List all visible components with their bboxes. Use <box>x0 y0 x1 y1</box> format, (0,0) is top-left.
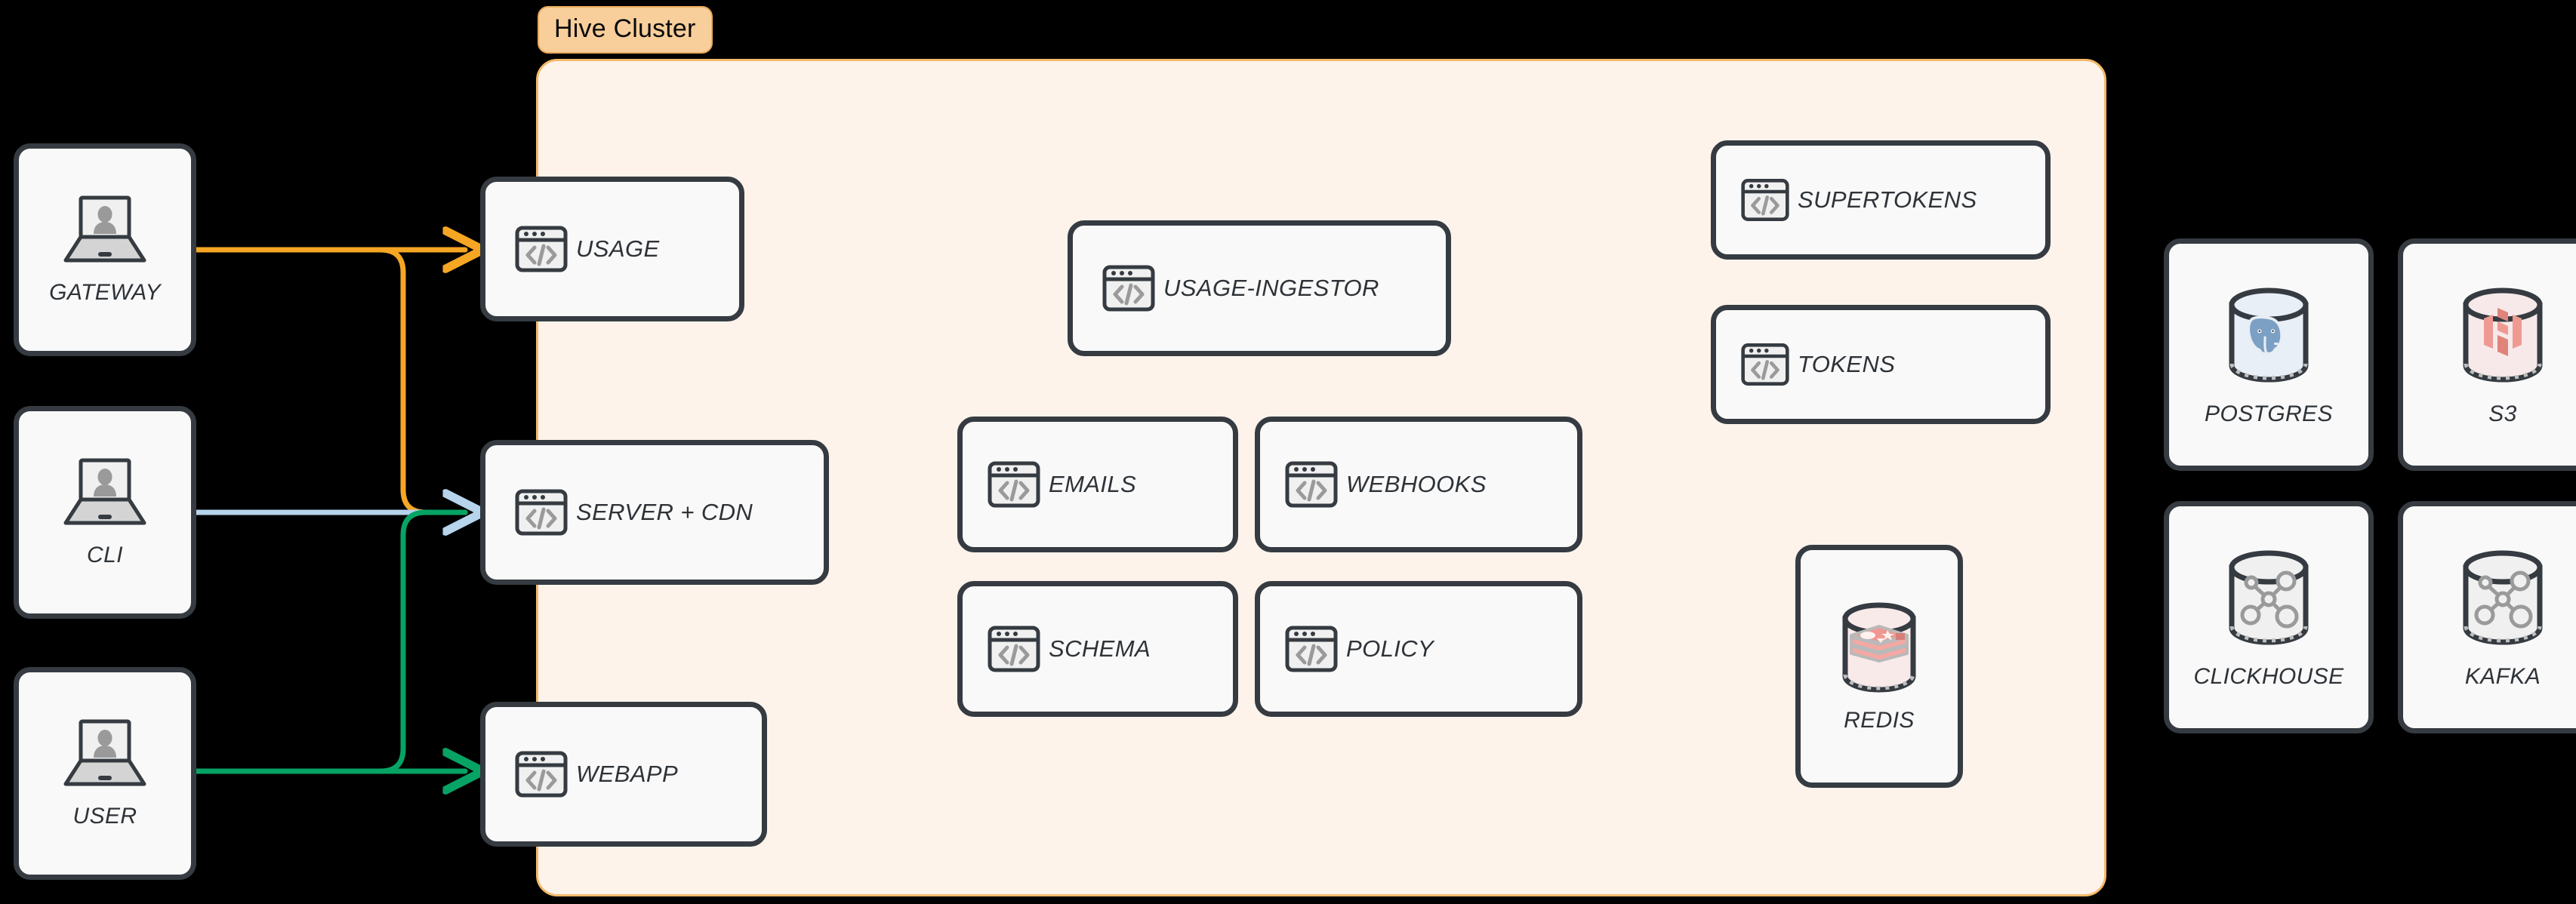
laptop-user-icon <box>56 457 154 530</box>
service-schema[interactable]: SCHEMA <box>957 581 1238 717</box>
datastore-label: KAFKA <box>2464 664 2541 689</box>
laptop-user-icon <box>56 194 154 268</box>
laptop-user-icon <box>56 718 154 792</box>
datastore-label: S3 <box>2488 401 2517 426</box>
service-label: TOKENS <box>1798 351 1896 377</box>
node-label: USER <box>72 804 137 829</box>
datastore-label: CLICKHOUSE <box>2193 664 2344 689</box>
code-window-icon <box>987 622 1041 676</box>
service-label: SCHEMA <box>1049 635 1151 662</box>
datastore-redis[interactable]: REDIS <box>1795 545 1963 788</box>
node-gateway[interactable]: GATEWAY <box>14 143 196 356</box>
datastore-label: REDIS <box>1844 708 1915 733</box>
service-webapp[interactable]: WEBAPP <box>480 702 767 847</box>
code-window-icon <box>514 485 569 540</box>
service-emails[interactable]: EMAILS <box>957 417 1238 552</box>
datastore-label: POSTGRES <box>2205 401 2333 426</box>
code-window-icon <box>514 747 569 801</box>
service-supertokens[interactable]: SUPERTOKENS <box>1711 140 2051 260</box>
generic-database-icon <box>2215 545 2322 652</box>
service-usage[interactable]: USAGE <box>480 177 744 321</box>
generic-database-icon <box>2449 545 2556 652</box>
service-label: WEBAPP <box>576 761 679 787</box>
service-label: USAGE <box>576 235 660 262</box>
hive-cluster-badge: Hive Cluster <box>538 6 713 54</box>
datastore-s3[interactable]: S3 <box>2398 238 2576 471</box>
postgres-database-icon <box>2215 282 2322 389</box>
service-label: WEBHOOKS <box>1346 471 1487 497</box>
service-usage-ingestor[interactable]: USAGE-INGESTOR <box>1068 220 1451 356</box>
code-window-icon <box>1284 457 1339 512</box>
code-window-icon <box>1284 622 1339 676</box>
node-cli[interactable]: CLI <box>14 406 196 619</box>
code-window-icon <box>1740 340 1790 389</box>
datastore-kafka[interactable]: KAFKA <box>2398 501 2576 733</box>
node-label: GATEWAY <box>49 280 161 305</box>
code-window-icon <box>1740 175 1790 225</box>
service-label: EMAILS <box>1049 471 1137 497</box>
service-tokens[interactable]: TOKENS <box>1711 305 2051 424</box>
code-window-icon <box>987 457 1041 512</box>
service-label: SUPERTOKENS <box>1798 186 1977 213</box>
datastore-clickhouse[interactable]: CLICKHOUSE <box>2164 501 2374 733</box>
code-window-icon <box>514 222 569 276</box>
datastore-postgres[interactable]: POSTGRES <box>2164 238 2374 471</box>
service-label: SERVER + CDN <box>576 499 753 525</box>
node-user[interactable]: USER <box>14 667 196 880</box>
service-policy[interactable]: POLICY <box>1255 581 1582 717</box>
node-label: CLI <box>87 543 123 567</box>
service-server-cdn[interactable]: SERVER + CDN <box>480 440 829 585</box>
redis-database-icon <box>1832 599 1927 696</box>
s3-database-icon <box>2449 282 2556 389</box>
service-label: USAGE-INGESTOR <box>1163 275 1379 301</box>
service-label: POLICY <box>1346 635 1434 662</box>
code-window-icon <box>1102 261 1156 315</box>
service-webhooks[interactable]: WEBHOOKS <box>1255 417 1582 552</box>
